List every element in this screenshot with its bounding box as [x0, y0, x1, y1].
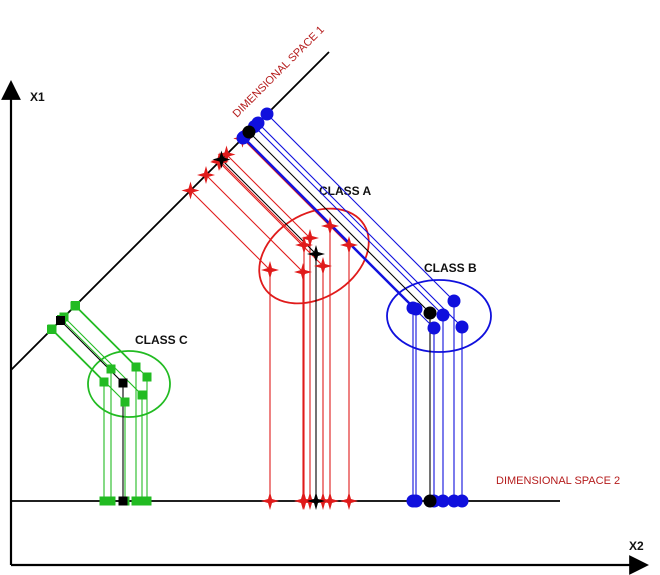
class-c-data-point — [99, 377, 109, 387]
class-b-projected-point-space-1 — [260, 107, 274, 121]
class-c-diag-projection-line — [74, 305, 137, 368]
class-c-diag-projection-line — [51, 329, 105, 383]
class-b-ellipse — [386, 279, 492, 353]
class-c-data-point — [142, 372, 152, 382]
projection-lines — [51, 113, 463, 501]
x2-axis-label: X2 — [629, 539, 644, 553]
data-point-markers — [47, 107, 469, 510]
class-a-data-point — [301, 229, 319, 247]
class-c-label: CLASS C — [135, 333, 188, 347]
class-b-label: CLASS B — [424, 261, 477, 275]
class-a-label: CLASS A — [319, 184, 372, 198]
class-b-centroid-projection-space-2 — [423, 494, 437, 508]
class-a-projected-point-space-1 — [210, 153, 228, 171]
class-c-centroid — [118, 378, 128, 388]
class-b-data-point — [406, 301, 420, 315]
class-b-centroid — [423, 306, 437, 320]
class-a-diag-projection-line — [218, 161, 324, 267]
class-c-projected-point-space-1 — [47, 324, 57, 334]
class-c-ellipse — [87, 350, 171, 418]
class-b-projected-point-space-2 — [436, 494, 450, 508]
class-a-centroid — [307, 245, 325, 263]
class-c-data-point — [131, 362, 141, 372]
class-a-centroid-projection-space-2 — [307, 492, 325, 510]
class-a-data-point — [340, 236, 358, 254]
dimensional-space-1-label: DIMENSIONAL SPACE 1 — [231, 24, 327, 120]
class-a-projected-point-space-2 — [340, 492, 358, 510]
class-b-projected-point-space-2 — [406, 494, 420, 508]
class-b-centroid-projection-space-1 — [242, 125, 256, 139]
class-b-diag-projection-line — [254, 126, 444, 316]
class-a-diag-projection-line — [221, 159, 317, 255]
class-c-projected-point-space-2 — [106, 496, 116, 506]
class-c-centroid-projection-space-1 — [56, 316, 65, 325]
class-b-diag-projection-line — [257, 122, 463, 328]
class-c-data-point — [120, 397, 130, 407]
class-a-projected-point-space-2 — [261, 492, 279, 510]
class-c-projected-point-space-2 — [131, 496, 141, 506]
class-a-data-point — [261, 261, 279, 279]
class-a-diag-projection-line — [205, 174, 304, 273]
class-a-centroid-projection-space-1 — [212, 150, 231, 169]
class-a-data-point — [295, 236, 313, 254]
class-b-diag-projection-line — [242, 137, 414, 309]
class-a-diag-projection-line — [219, 160, 305, 246]
class-c-projected-point-space-2 — [142, 496, 152, 506]
class-a-projected-point-space-1 — [197, 166, 215, 184]
class-c-diag-projection-line — [51, 328, 126, 403]
class-b-diag-projection-line — [243, 137, 435, 329]
class-b-diag-projection-line — [266, 113, 455, 302]
class-b-data-point — [455, 320, 469, 334]
class-b-diag-projection-line — [248, 131, 431, 314]
class-c-centroid-projection-space-2 — [118, 496, 128, 506]
class-c-data-point — [137, 390, 147, 400]
class-a-projected-point-space-1 — [181, 181, 200, 200]
class-c-projected-point-space-1 — [71, 301, 80, 310]
dimensional-space-2-label: DIMENSIONAL SPACE 2 — [496, 475, 620, 487]
class-b-data-point — [436, 308, 450, 322]
class-a-data-point — [294, 263, 312, 281]
class-c-projected-point-space-2 — [99, 496, 109, 506]
x1-axis-label: X1 — [30, 90, 45, 104]
class-c-diag-projection-line — [60, 320, 124, 384]
class-a-projected-point-space-1 — [217, 145, 236, 164]
class-b-data-point — [427, 321, 441, 335]
class-c-diag-projection-line — [63, 316, 143, 396]
class-b-projected-point-space-2 — [455, 494, 469, 508]
class-a-diag-projection-line — [190, 190, 271, 271]
class-c-diag-projection-line — [61, 319, 112, 370]
class-a-data-point — [314, 257, 332, 275]
class-a-diag-projection-line — [226, 154, 311, 239]
class-c-projected-point-space-2 — [137, 496, 147, 506]
class-c-data-point — [106, 364, 116, 374]
class-b-data-point — [447, 294, 461, 308]
class-a-data-point — [321, 217, 339, 235]
